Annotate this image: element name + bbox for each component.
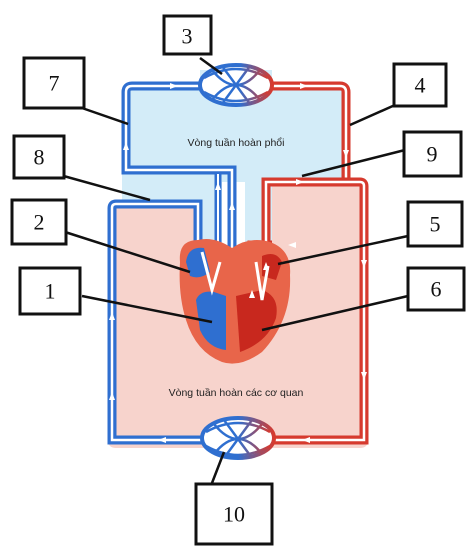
leader-lines xyxy=(59,56,409,484)
arrow-left-icon xyxy=(158,437,166,443)
callout-2: 2 xyxy=(10,198,68,246)
svg-text:2: 2 xyxy=(34,210,45,235)
heart xyxy=(179,239,291,364)
arrow-up-icon xyxy=(263,262,269,270)
arrow-up-icon xyxy=(109,392,115,400)
left-ventricle xyxy=(236,290,277,352)
arrow-up-icon xyxy=(229,202,235,210)
svg-text:7: 7 xyxy=(49,71,60,96)
arrow-down-icon xyxy=(361,372,367,380)
callout-10: 10 xyxy=(194,482,274,546)
lung-capillary-bed xyxy=(198,63,274,107)
arrow-left-icon xyxy=(302,437,310,443)
callout-4: 4 xyxy=(392,62,448,108)
arrow-up-icon xyxy=(249,290,255,298)
pulmonary-circulation-label: Vòng tuần hoàn phổi xyxy=(188,137,285,149)
systemic-circulation-label: Vòng tuần hoàn các cơ quan xyxy=(169,387,304,399)
arrow-right-icon xyxy=(296,179,304,185)
flow-arrows xyxy=(109,83,367,443)
arrow-down-icon xyxy=(343,150,349,158)
organ-capillary-bed xyxy=(200,416,276,460)
callout-8: 8 xyxy=(12,134,66,180)
svg-text:5: 5 xyxy=(430,212,441,237)
callout-3: 3 xyxy=(162,14,213,56)
svg-text:10: 10 xyxy=(223,502,245,527)
arrow-up-icon xyxy=(123,142,129,150)
svg-text:3: 3 xyxy=(182,24,193,49)
svg-text:1: 1 xyxy=(45,279,56,304)
arrow-up-icon xyxy=(215,182,221,190)
callout-7: 7 xyxy=(22,56,86,110)
svg-text:8: 8 xyxy=(34,145,45,170)
callout-1: 1 xyxy=(18,266,82,316)
svg-text:4: 4 xyxy=(415,73,426,98)
callout-9: 9 xyxy=(402,130,463,178)
callout-5: 5 xyxy=(406,200,464,248)
arrow-up-icon xyxy=(109,312,115,320)
arrow-right-icon xyxy=(170,83,178,89)
svg-text:9: 9 xyxy=(427,142,438,167)
arrow-down-icon xyxy=(361,260,367,268)
svg-text:6: 6 xyxy=(431,277,442,302)
arrow-left-icon xyxy=(288,242,296,248)
callout-6: 6 xyxy=(406,266,466,312)
arrow-right-icon xyxy=(300,83,308,89)
